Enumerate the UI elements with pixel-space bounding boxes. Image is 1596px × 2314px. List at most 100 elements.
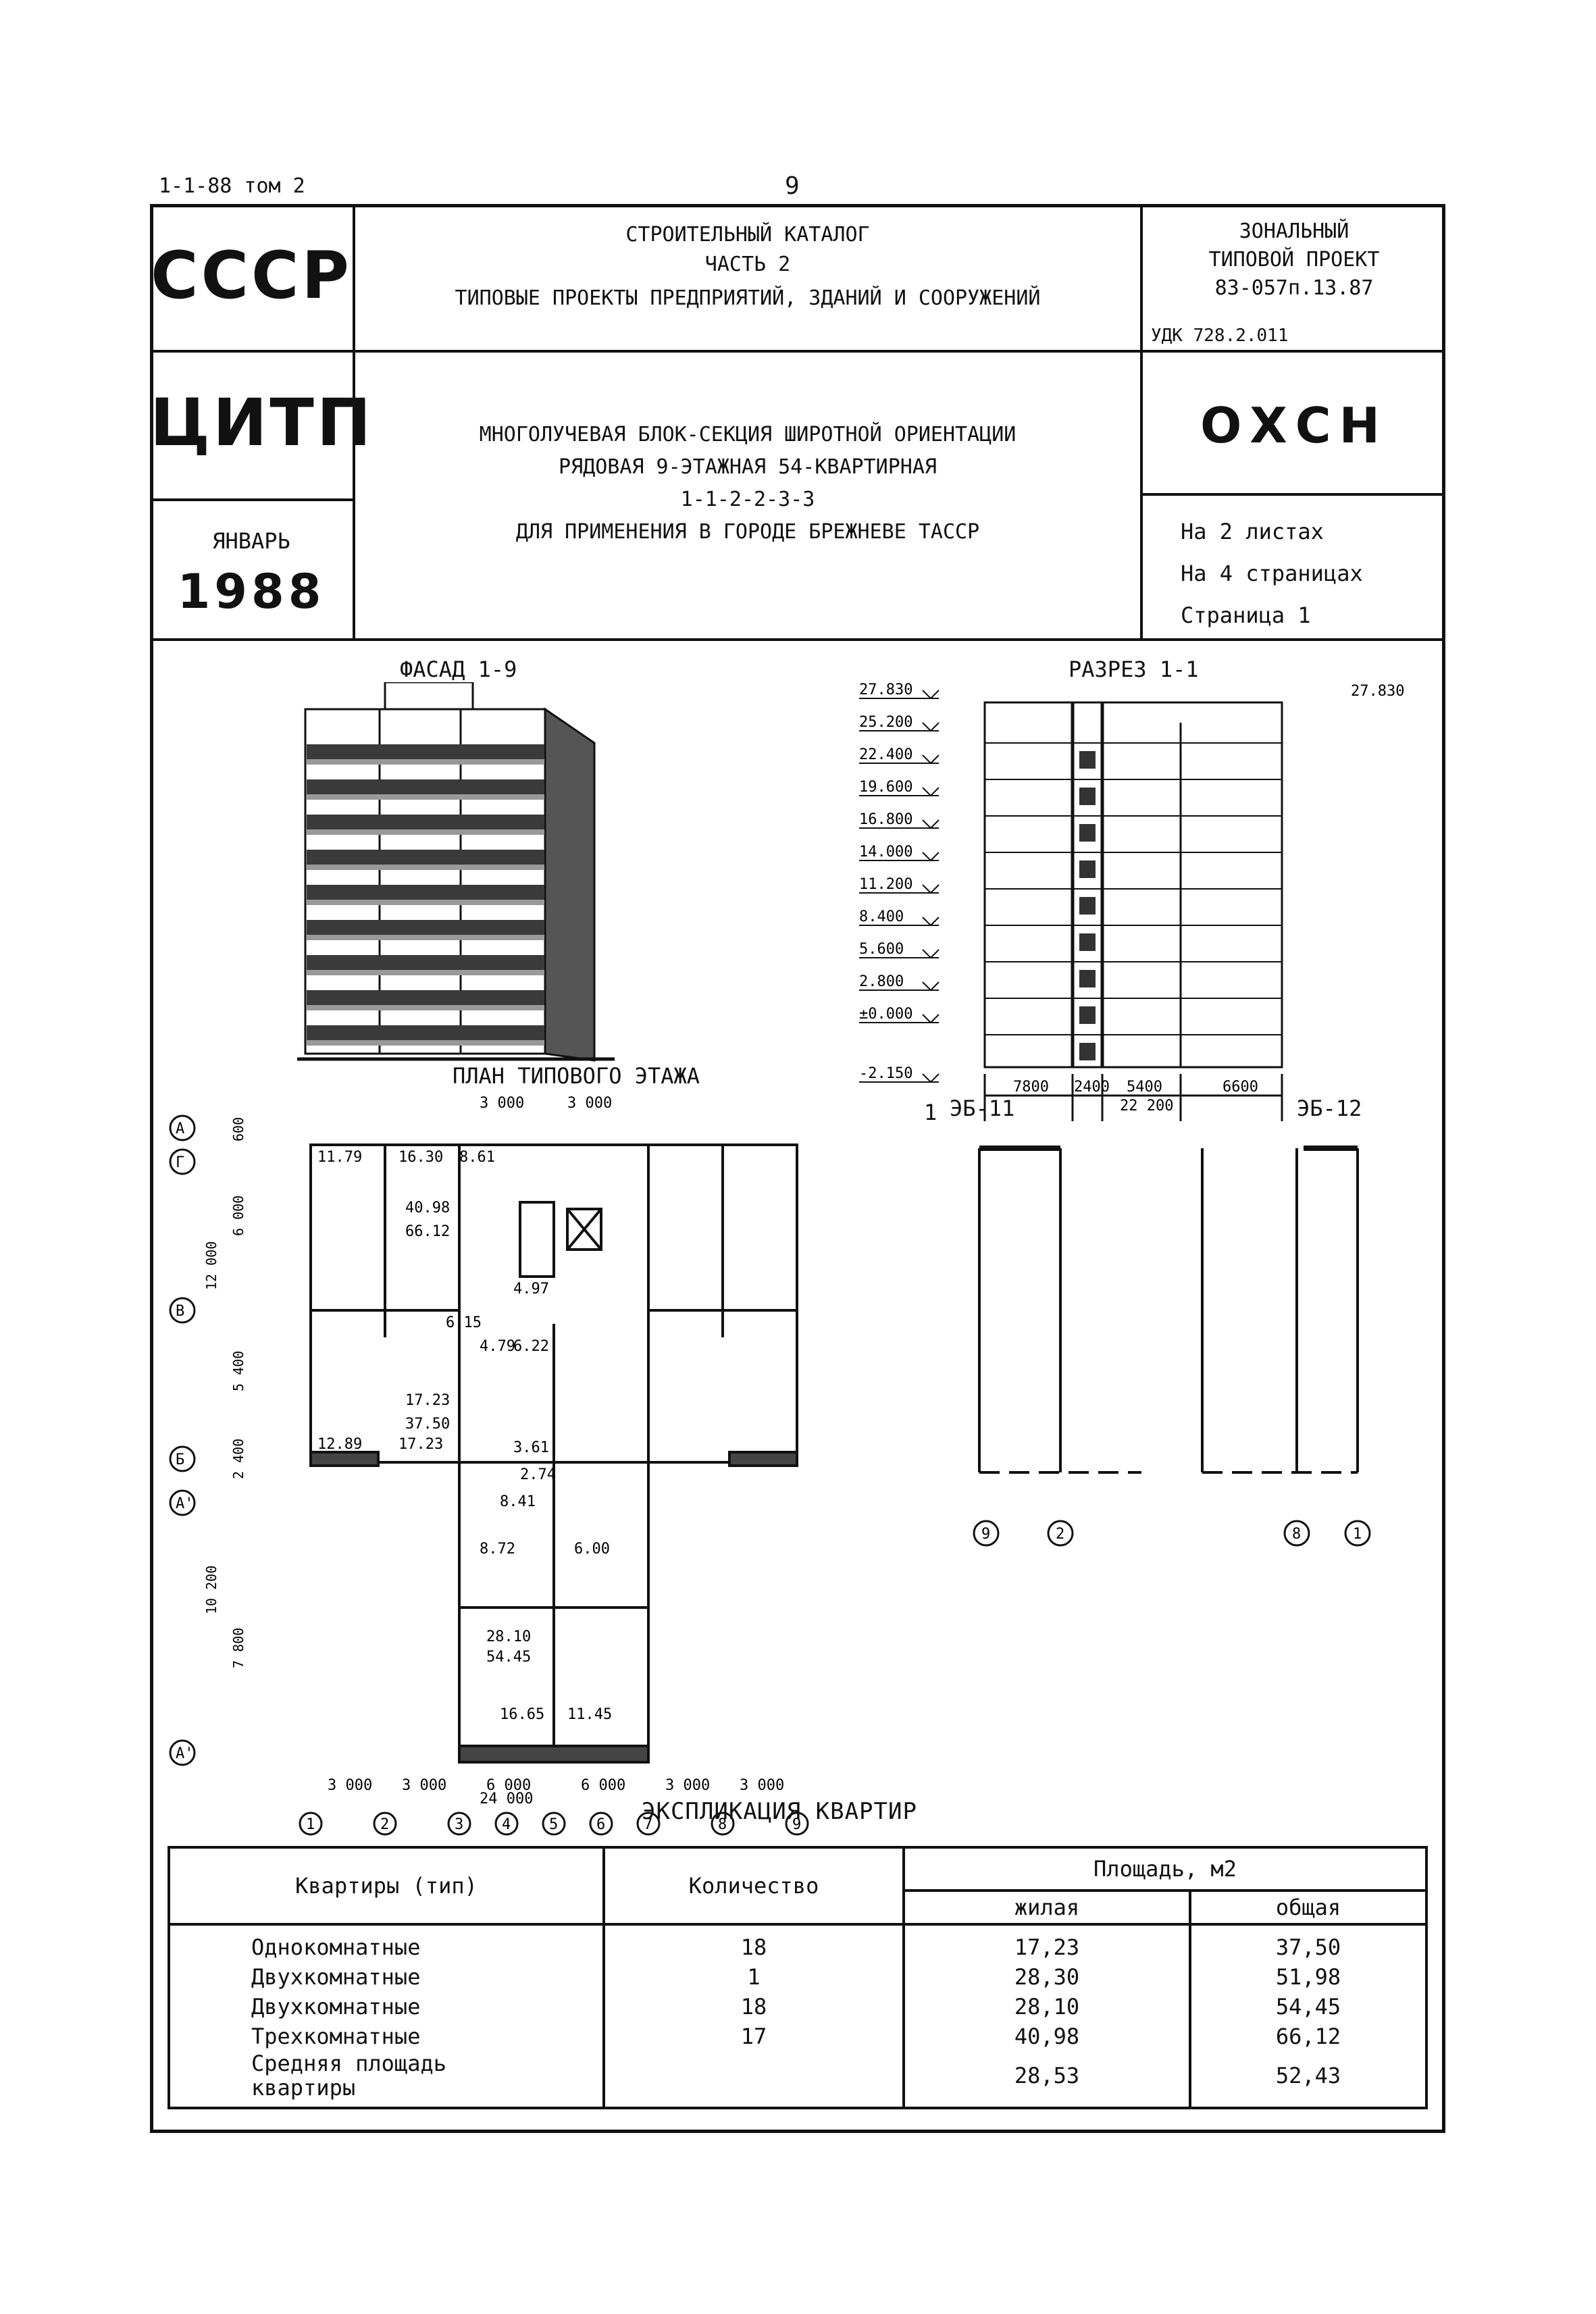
total-cell: 66,12: [1275, 2024, 1341, 2049]
axis-marker: [589, 1811, 613, 1836]
room-area-label: 6.22: [513, 1338, 549, 1355]
facade-balcony: [307, 970, 544, 975]
section-window: [1079, 933, 1096, 951]
explication-title: ЭКСПЛИКАЦИЯ КВАРТИР: [642, 1798, 917, 1825]
section-dim: 7800: [1013, 1079, 1049, 1096]
stamp-divider: [150, 350, 1445, 353]
level-mark: 5.600: [859, 941, 904, 958]
facade-floor-band: [307, 920, 544, 935]
plan-dimension: 2 400: [230, 1439, 247, 1479]
type-cell: Трехкомнатные: [251, 2024, 421, 2049]
axis-label: 7: [644, 1816, 652, 1833]
axis-label: 8: [1292, 1526, 1301, 1543]
axis-marker: [169, 1114, 196, 1141]
facade-balcony: [307, 1005, 544, 1010]
axis-marker: [169, 1739, 196, 1766]
axis-label: 3: [455, 1816, 463, 1833]
room-area-label: 4.79: [480, 1338, 515, 1355]
type-column: Однокомнатные Двухкомнатные Двухкомнатны…: [168, 1923, 605, 2109]
document-reference: 1-1-88 том 2: [159, 174, 305, 198]
sheet-frame: [150, 204, 1445, 2133]
plan-dimension: 3 000: [402, 1777, 446, 1794]
facade-balcony: [307, 865, 544, 870]
level-mark: 8.400: [859, 908, 904, 925]
room-area-label: 37.50: [405, 1416, 450, 1433]
level-arrow: [922, 690, 939, 699]
facade-floor-band: [307, 850, 544, 865]
living-cell: 28,30: [1014, 1964, 1080, 1990]
level-marks: 27.83025.20022.40019.60016.80014.00011.2…: [859, 682, 939, 1083]
section-window: [1079, 751, 1096, 769]
section-window: [1079, 860, 1096, 878]
room-area-label: 28.10: [486, 1628, 531, 1645]
axis-marker: [542, 1811, 566, 1836]
level-mark: 25.200: [859, 714, 912, 731]
axis-label: 4: [502, 1816, 511, 1833]
room-area-label: 3.61: [513, 1439, 549, 1456]
page-number: 9: [785, 172, 800, 200]
room-area-label: 2.74: [520, 1466, 556, 1483]
header-total: общая: [1189, 1889, 1428, 1926]
room-area-label: 40.98: [405, 1200, 450, 1216]
axis-label: А: [176, 1121, 184, 1137]
axis-marker: [169, 1297, 196, 1324]
section-dim-total: 22 200: [1120, 1098, 1173, 1114]
count-cell: 1: [747, 1964, 761, 1990]
stamp-divider: [150, 638, 1445, 641]
level-arrow: [922, 852, 939, 861]
facade-side-wall: [544, 707, 596, 1062]
plan-dimension: 3 000: [480, 1095, 524, 1112]
axis-marker: [169, 1148, 196, 1175]
section-dim: 5400: [1127, 1079, 1162, 1096]
level-mark: 16.800: [859, 811, 912, 828]
level-arrow: [922, 819, 939, 829]
facade-floor-band: [307, 990, 544, 1005]
type-cell-average: Средняя площадь: [251, 2051, 446, 2076]
top-level-mark: 27.830: [1351, 683, 1404, 700]
header-type: Квартиры (тип): [168, 1846, 605, 1926]
living-cell: 17,23: [1014, 1934, 1080, 1960]
facade-floor-band: [307, 779, 544, 794]
stamp-divider: [353, 204, 355, 640]
plan-dimension: 6 000: [581, 1777, 625, 1794]
facade-floor-band: [307, 815, 544, 829]
count-column: 18 1 18 17: [602, 1923, 905, 2109]
section-window: [1079, 1043, 1096, 1060]
axis-marker: [169, 1489, 196, 1516]
header-count: Количество: [602, 1846, 905, 1926]
title-line: РЯДОВАЯ 9-ЭТАЖНАЯ 54-КВАРТИРНАЯ: [559, 455, 937, 479]
series-code: ОХСН: [1200, 397, 1388, 454]
axis-label: 5: [549, 1816, 558, 1833]
level-arrow: [922, 981, 939, 991]
level-mark: 11.200: [859, 876, 912, 893]
axis-label: Г: [176, 1154, 184, 1171]
block-eb12-label: ЭБ-12: [1297, 1096, 1362, 1121]
plan-dimension: 10 200: [203, 1566, 220, 1614]
zonal-line: ТИПОВОЙ ПРОЕКТ: [1208, 248, 1380, 272]
section-dim: 2400: [1074, 1079, 1110, 1096]
type-cell-average: квартиры: [251, 2075, 356, 2101]
facade-balcony: [307, 1040, 544, 1046]
plan-dimension: 600: [230, 1117, 247, 1141]
room-area-label: 16.65: [500, 1706, 544, 1723]
level-mark: -2.150: [859, 1065, 912, 1082]
plan-dimension: 3 000: [665, 1777, 710, 1794]
facade-floor-band: [307, 885, 544, 900]
level-arrow: [922, 787, 939, 796]
header-area: Площадь, м2: [902, 1846, 1428, 1892]
axis-marker: [973, 1520, 1000, 1547]
type-cell: Двухкомнатные: [251, 1964, 421, 1990]
facade-floors: [307, 744, 544, 1046]
axis-marker: [299, 1811, 323, 1836]
section-drawing: 7800 2400 5400 6600 22 200 27.830: [983, 683, 1404, 1121]
facade-balcony: [307, 794, 544, 800]
axis-marker: [711, 1811, 735, 1836]
total-cell: 51,98: [1275, 1964, 1341, 1990]
section-label-1: 1: [924, 1100, 937, 1125]
facade-balcony: [307, 829, 544, 835]
section-window: [1079, 897, 1096, 915]
axis-marker: [494, 1811, 519, 1836]
title-line: МНОГОЛУЧЕВАЯ БЛОК-СЕКЦИЯ ШИРОТНОЙ ОРИЕНТ…: [479, 423, 1016, 446]
section-dim: 6600: [1222, 1079, 1258, 1096]
stamp-divider: [1141, 493, 1445, 496]
